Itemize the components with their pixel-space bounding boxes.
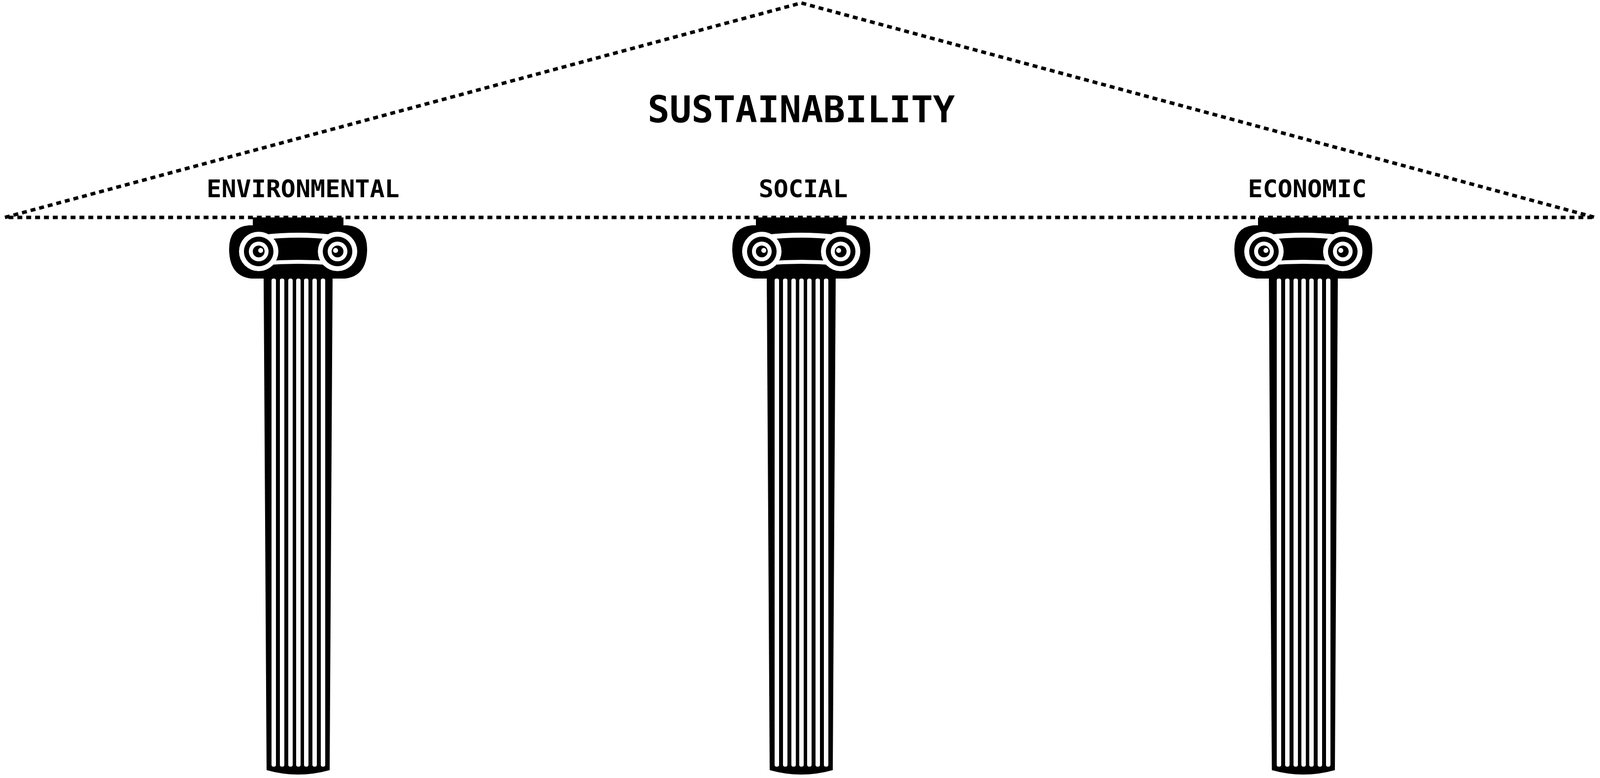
pillar-column	[732, 217, 871, 775]
roof-outline	[4, 2, 1596, 218]
pillar-label: ECONOMIC	[1248, 176, 1367, 202]
pillar-label: SOCIAL	[758, 176, 849, 202]
pillar-column	[229, 217, 368, 775]
pillar-label: ENVIRONMENTAL	[206, 176, 400, 202]
diagram-title: SUSTAINABILITY	[647, 91, 955, 128]
pillar-column	[1234, 217, 1373, 775]
